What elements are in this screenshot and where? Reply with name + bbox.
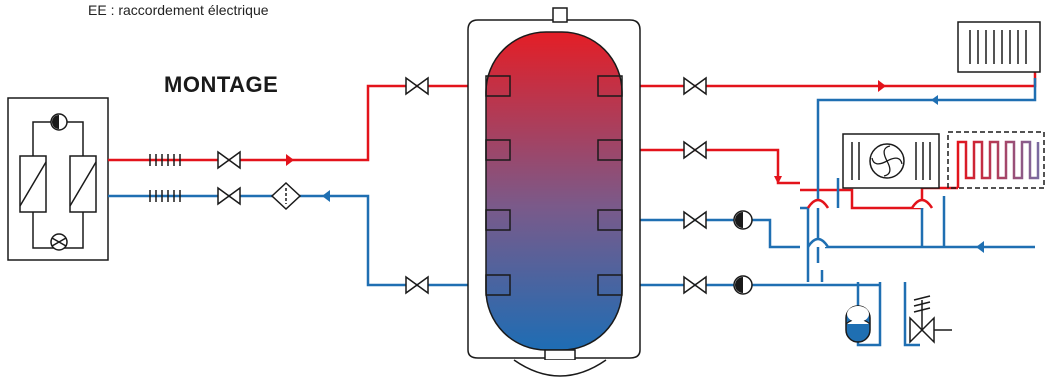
- expansion-vessel-icon: [845, 305, 871, 343]
- heat-exchanger-icon: [19, 155, 47, 213]
- filter-icon: [270, 181, 302, 211]
- circulator-pump-icon: [50, 113, 68, 131]
- fan-coil-icon: [842, 133, 940, 189]
- circulator-pump-icon: [733, 275, 753, 295]
- expansion-valve-icon: [50, 233, 68, 251]
- check-arrow-icon: [976, 241, 984, 253]
- heat-pump-unit: [7, 97, 109, 261]
- flexible-connector-icon: [149, 154, 181, 166]
- heat-exchanger-icon: [69, 155, 97, 213]
- check-arrow-icon: [322, 190, 330, 202]
- gate-valve-icon: [683, 76, 707, 96]
- gate-valve-icon: [405, 76, 429, 96]
- gate-valve-icon: [683, 275, 707, 295]
- check-arrow-icon: [878, 80, 886, 92]
- safety-valve-icon: [909, 295, 952, 344]
- radiator-icon: [957, 21, 1041, 73]
- gate-valve-icon: [405, 275, 429, 295]
- check-arrow-icon: [774, 176, 782, 184]
- gate-valve-icon: [217, 150, 241, 170]
- gate-valve-icon: [217, 186, 241, 206]
- gate-valve-icon: [683, 210, 707, 230]
- flow-arrows: [286, 80, 984, 253]
- check-arrow-icon: [286, 154, 294, 166]
- underfloor-heating-icon: [947, 131, 1045, 189]
- gate-valve-icon: [683, 140, 707, 160]
- check-arrow-icon: [931, 95, 938, 105]
- header-note: EE : raccordement électrique: [88, 2, 269, 18]
- pipe-crossings: [806, 198, 934, 248]
- diagram-title: MONTAGE: [164, 72, 279, 97]
- circulator-pump-icon: [733, 210, 753, 230]
- buffer-tank: [467, 7, 641, 377]
- flexible-connector-icon: [149, 190, 181, 202]
